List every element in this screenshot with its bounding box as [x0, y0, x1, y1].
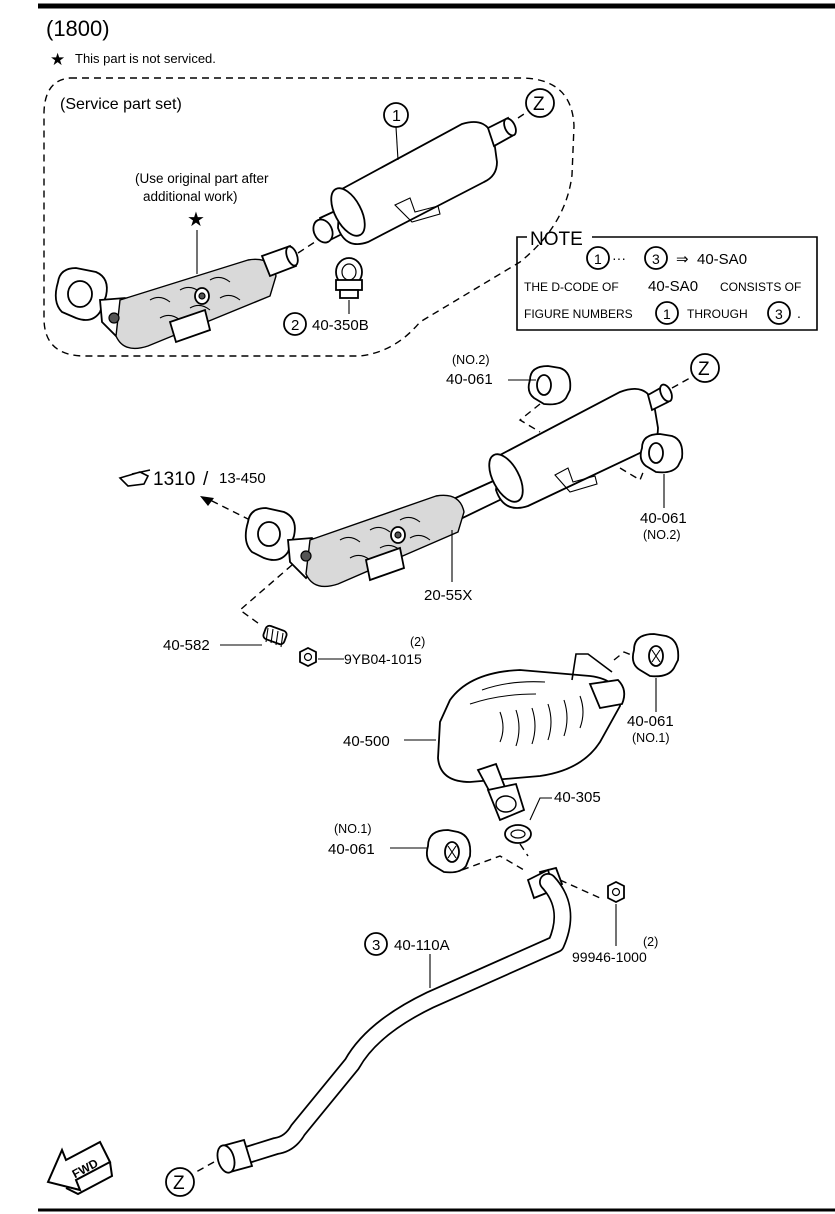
note-range-from: 1: [594, 251, 602, 267]
use-original-line1: (Use original part after: [135, 171, 269, 186]
gasket-label: 40-305: [554, 789, 601, 806]
star-icon: ★: [50, 50, 65, 69]
hanger-left: [425, 829, 472, 874]
note-line3-end: .: [797, 305, 801, 321]
nut-99946: [607, 880, 625, 904]
note-line2-code: 40-SA0: [648, 278, 698, 295]
muffler-label: 40-500: [343, 733, 390, 750]
stud-label: 40-582: [163, 637, 210, 654]
hanger-rear-label: 40-061: [627, 713, 674, 730]
pointing-hand-icon: [118, 469, 151, 487]
note-line3-a: FIGURE NUMBERS: [524, 307, 633, 321]
z-label: Z: [533, 94, 545, 115]
note-line2-b: CONSISTS OF: [720, 280, 801, 294]
note-box: NOTE 1 ··· 3 ⇒ 40-SA0 THE D-CODE OF 40-S…: [516, 229, 818, 331]
nut-label: 9YB04-1015: [344, 651, 422, 667]
ref-part: 13-450: [219, 470, 266, 487]
z-connector-mid: [690, 353, 720, 383]
stud-40-582: [262, 624, 288, 648]
gasket-40-305: [504, 824, 532, 844]
ref-sep: /: [203, 469, 209, 490]
hanger-right: [639, 433, 684, 474]
note-code: 40-SA0: [697, 251, 747, 268]
part-40-350B: 40-350B: [312, 317, 369, 334]
nut2-qty: (2): [643, 935, 658, 949]
z-label: Z: [173, 1173, 185, 1194]
front-muffler-service: [312, 116, 517, 246]
hanger-right-label: 40-061: [640, 510, 687, 527]
note-line3-n2: 3: [775, 306, 783, 322]
note-line3-b: THROUGH: [687, 307, 748, 321]
callout-2-num: 2: [291, 317, 299, 334]
hanger-top-qty: (NO.2): [452, 353, 490, 367]
tail-pipe: [216, 866, 572, 1174]
hanger-left-label: 40-061: [328, 841, 375, 858]
z-connector-top: [525, 88, 555, 118]
cat-label: 20-55X: [424, 587, 472, 604]
service-set-outline: [43, 77, 575, 357]
fwd-arrow-icon: [46, 1140, 114, 1196]
hanger-left-qty: (NO.1): [334, 822, 372, 836]
hanger-right-qty: (NO.2): [643, 528, 681, 542]
diagram-code: (1800): [46, 16, 110, 41]
star-icon: ★: [187, 209, 205, 231]
callout-3: [364, 932, 388, 956]
callout-3-num: 3: [372, 937, 380, 954]
note-title: NOTE: [530, 229, 583, 250]
use-original-line2: additional work): [143, 189, 238, 204]
pipe-label: 40-110A: [394, 937, 450, 954]
ref-section: 1310: [153, 469, 195, 490]
note-range-to: 3: [652, 251, 660, 267]
hanger-top: [527, 365, 572, 406]
note-line3-n1: 1: [663, 306, 671, 322]
note-line2-a: THE D-CODE OF: [524, 280, 619, 294]
z-connector-bottom: [165, 1167, 195, 1197]
nut2-label: 99946-1000: [572, 949, 647, 965]
not-serviced-note: This part is not serviced.: [75, 51, 216, 66]
hanger-rear: [631, 633, 680, 678]
hanger-top-label: 40-061: [446, 371, 493, 388]
nut-qty: (2): [410, 635, 425, 649]
callout-1-num: 1: [392, 108, 401, 125]
service-set-title: (Service part set): [60, 96, 182, 113]
rear-muffler: [437, 653, 626, 822]
callout-2: [283, 312, 307, 336]
cat-converter-main: [244, 494, 465, 588]
cat-converter-service: [54, 244, 299, 350]
nut-9YB04: [299, 646, 317, 668]
z-label: Z: [698, 359, 710, 380]
hanger-rear-qty: (NO.1): [632, 731, 670, 745]
note-arrow: ⇒: [676, 251, 689, 268]
clamp-40-350B: [335, 257, 363, 299]
note-range-sep: ···: [612, 250, 626, 266]
